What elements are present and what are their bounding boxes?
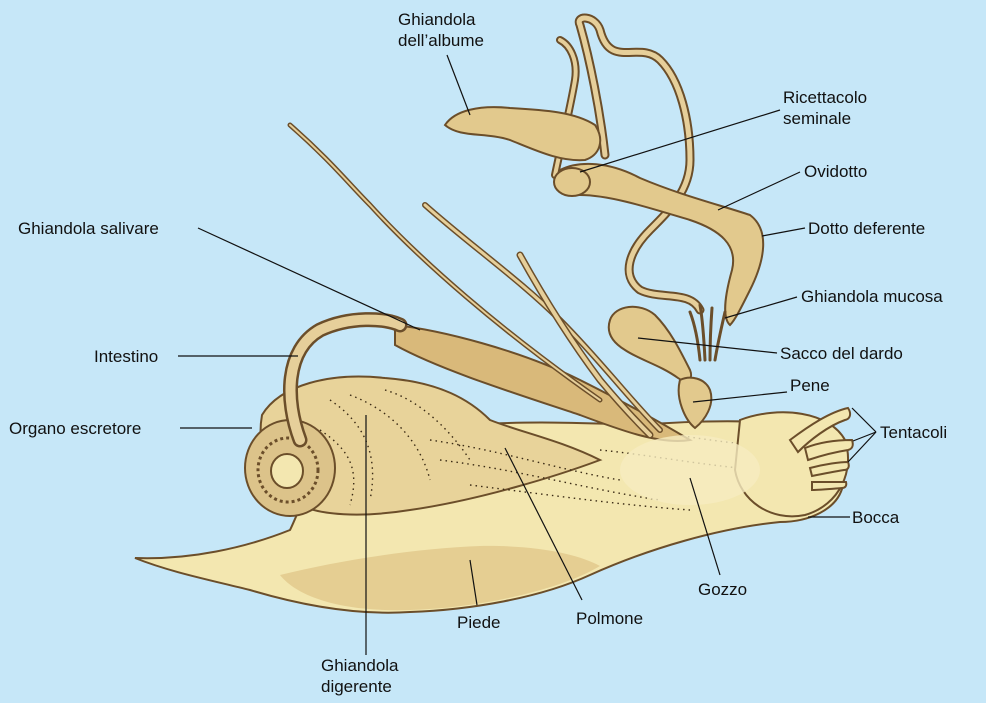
penis-drawing [679,378,712,428]
label-dotto-deferente: Dotto deferente [808,219,925,238]
label-ghiandola-albume: Ghiandola dell’albume [398,10,484,50]
albumen-gland-drawing [445,107,600,160]
label-piede: Piede [457,613,500,632]
dart-sac-drawing [609,307,691,381]
label-polmone: Polmone [576,609,643,628]
label-pene: Pene [790,376,830,395]
snail-illustration [135,18,853,613]
seminal-receptacle-drawing [554,168,590,196]
excretory-organ-drawing [245,420,335,516]
label-ghiandola-mucosa: Ghiandola mucosa [801,287,943,306]
mucous-gland-drawing [690,305,725,360]
label-gozzo: Gozzo [698,580,747,599]
label-organo-escretore: Organo escretore [9,419,141,438]
label-bocca: Bocca [852,508,900,527]
label-ghiandola-digerente: Ghiandola digerente [321,656,403,696]
label-intestino: Intestino [94,347,158,366]
label-ricettacolo-seminale: Ricettacolo seminale [783,88,872,128]
label-ovidotto: Ovidotto [804,162,867,181]
label-sacco-dardo: Sacco del dardo [780,344,903,363]
label-ghiandola-salivare: Ghiandola salivare [18,219,159,238]
crop-drawing [620,435,760,505]
label-tentacoli: Tentacoli [880,423,947,442]
